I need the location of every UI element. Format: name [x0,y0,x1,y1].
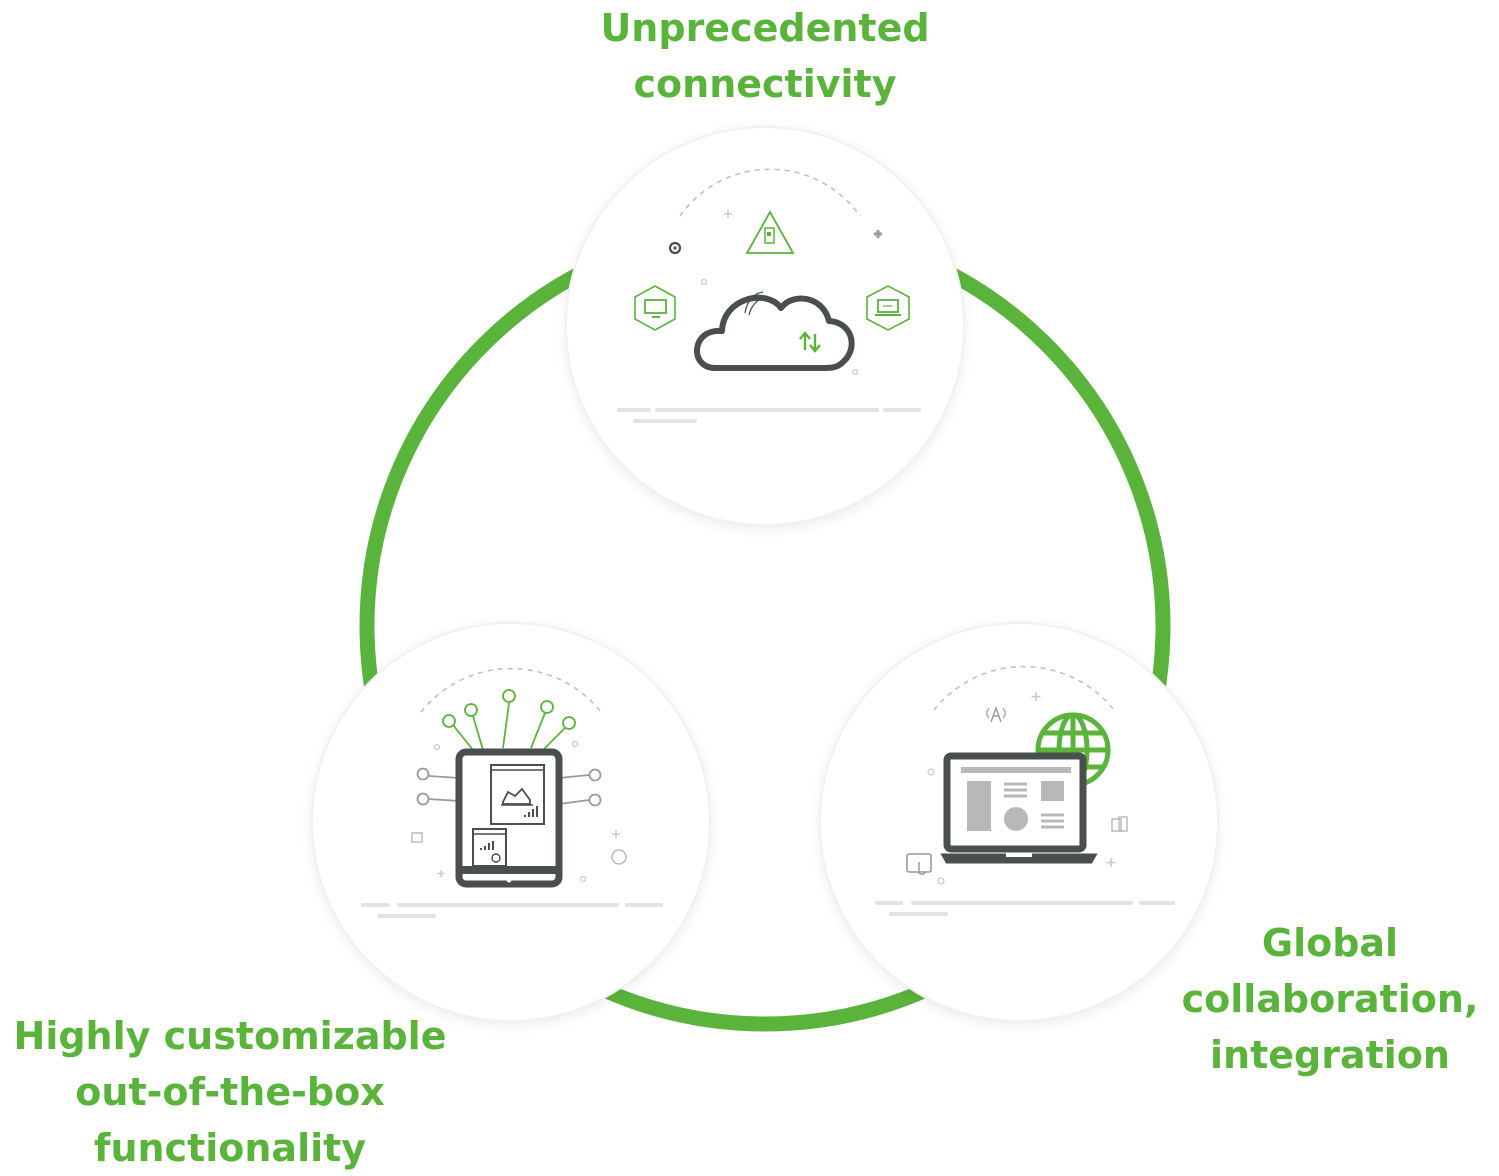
label-connectivity: Unprecedented connectivity [515,0,1015,112]
laptop-globe-icon [875,665,1175,916]
node-collaboration [821,624,1217,1020]
label-line: out-of-the-box [75,1070,385,1114]
label-line: Unprecedented [600,6,930,50]
label-line: connectivity [633,62,897,106]
label-customizable: Highly customizable out-of-the-box funct… [0,1008,460,1176]
node-customizable [313,624,709,1020]
cloud-connectivity-icon [617,168,921,423]
label-line: functionality [93,1126,367,1170]
node-connectivity [567,128,963,524]
label-line: Global [1261,921,1399,965]
label-line: Highly customizable [13,1014,447,1058]
tablet-dashboard-icon [361,667,663,918]
label-line: integration [1210,1033,1450,1077]
label-line: collaboration, [1181,977,1479,1021]
label-collaboration: Global collaboration, integration [1170,915,1490,1083]
